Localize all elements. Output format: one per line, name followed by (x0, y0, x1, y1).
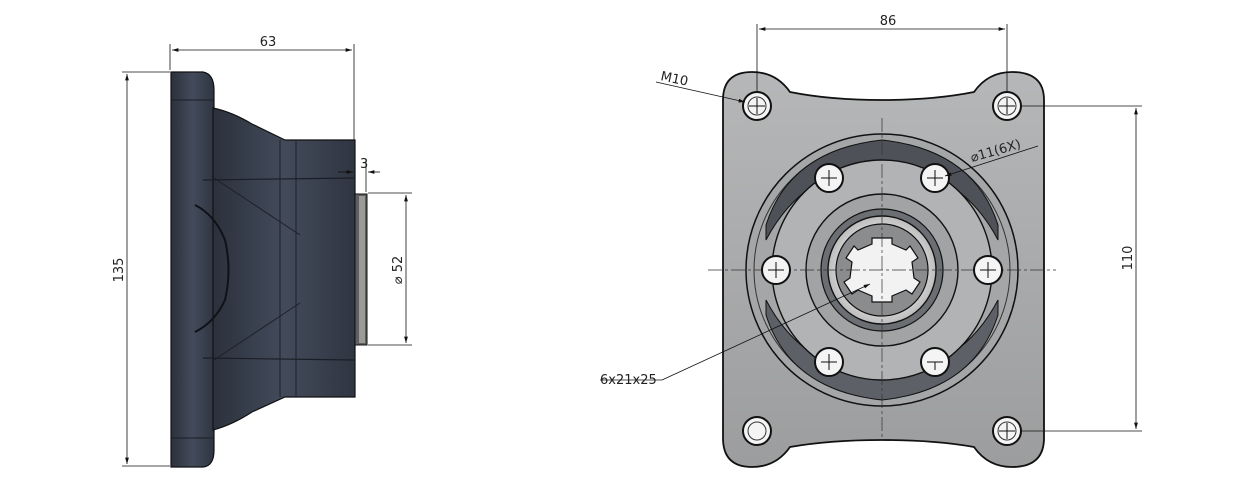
side-body (212, 107, 356, 431)
callout-thread-label: M10 (659, 69, 689, 89)
side-view: 63 135 3 ⌀ 52 (112, 35, 412, 468)
dim-pilot-label: ⌀ 52 (391, 256, 406, 285)
front-view: 86 110 M10 ⌀11(6X) 6x21x25 (600, 14, 1142, 468)
dim-spacing-v-label: 110 (1121, 246, 1136, 271)
callout-spline-label: 6x21x25 (600, 373, 657, 388)
dim-spacing-h-label: 86 (880, 14, 897, 29)
dim-height-label: 135 (112, 258, 127, 283)
side-flange (170, 71, 215, 468)
dim-length-label: 63 (260, 35, 277, 50)
bolt-circle-holes (761, 163, 1003, 377)
mounting-holes (742, 91, 1022, 446)
dim-step-label: 3 (360, 157, 368, 172)
side-notch (194, 204, 230, 333)
